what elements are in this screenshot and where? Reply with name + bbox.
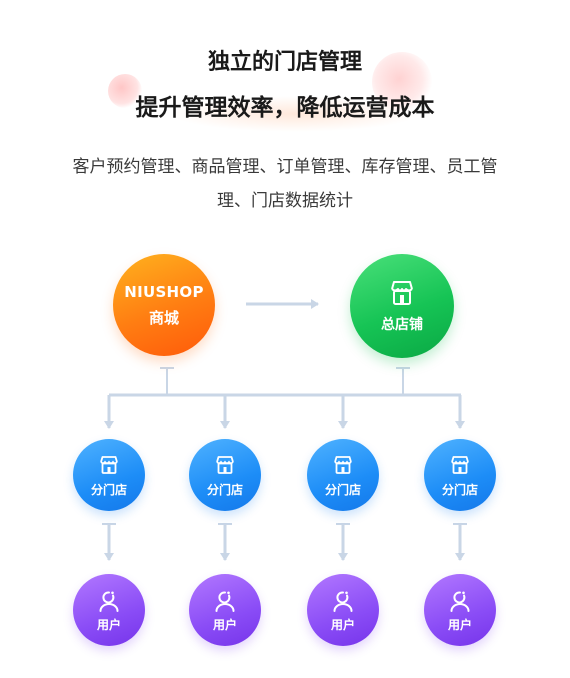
source-node-niushop: NIUSHOP 商城 [113,254,215,356]
tree-connector [109,367,461,397]
user-icon [215,590,235,612]
user-node-4: 用户 [424,574,496,646]
feature-description-line2: 理、门店数据统计 [217,191,353,211]
user-node-1: 用户 [73,574,145,646]
user-icon [99,590,119,612]
user-icon [450,590,470,612]
shop-icon [451,455,469,474]
branch-store-node-4: 分门店 [424,439,496,511]
decor-wash [170,96,420,132]
user-label: 用户 [330,617,355,632]
decor-blob-left [108,74,142,108]
feature-description-line1: 客户预约管理、商品管理、订单管理、库存管理、员工管 [72,157,498,177]
page-subtitle: 提升管理效率，降低运营成本 [135,95,435,121]
source-node-label-line1: NIUSHOP [124,282,204,301]
branch-store-node-2: 分门店 [189,439,261,511]
branch-store-label: 分门店 [324,482,361,497]
storefront-icon [391,281,413,305]
branch-store-label: 分门店 [441,482,478,497]
branch-store-node-1: 分门店 [73,439,145,511]
page-title: 独立的门店管理 [207,50,362,75]
branch-store-label: 分门店 [90,482,127,497]
user-node-2: 用户 [189,574,261,646]
hq-node-label: 总店铺 [381,317,423,333]
branch-store-label: 分门店 [206,482,243,497]
user-icon [333,590,353,612]
shop-icon [100,455,118,474]
shop-icon [334,455,352,474]
user-label: 用户 [212,617,237,632]
user-drop-arrows [102,523,467,561]
user-label: 用户 [447,617,472,632]
source-node-label-line2: 商城 [148,308,179,327]
branch-drop-arrows [104,395,465,429]
branch-store-node-3: 分门店 [307,439,379,511]
feature-description: 客户预约管理、商品管理、订单管理、库存管理、员工管 理、门店数据统计 [30,150,540,218]
shop-icon [216,455,234,474]
user-node-3: 用户 [307,574,379,646]
hq-node: 总店铺 [350,254,454,358]
user-label: 用户 [96,617,121,632]
